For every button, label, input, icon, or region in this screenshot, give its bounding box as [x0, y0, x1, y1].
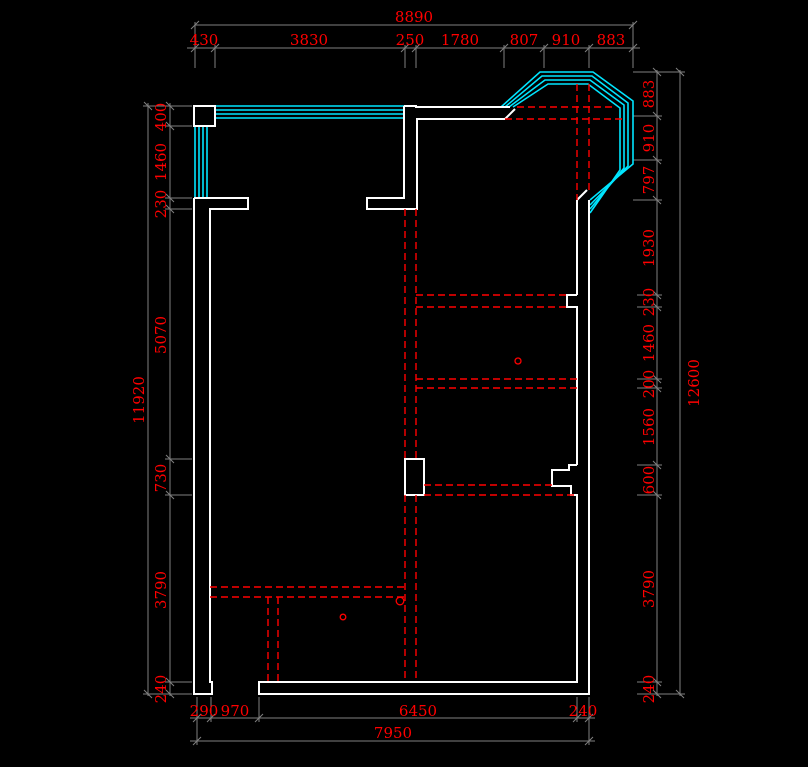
dim-top-seg: 250: [396, 31, 425, 49]
point-marker: [514, 357, 522, 365]
window-left: [194, 126, 208, 198]
dim-left-seg: 3790: [152, 571, 170, 609]
dim-left-seg: 730: [152, 464, 170, 493]
top-dimension-chain: 8890 430 3830 250 1780 807 910 883: [187, 8, 640, 68]
dim-top-total: 8890: [395, 8, 433, 26]
bay-window: [500, 71, 634, 214]
dim-right-seg: 240: [640, 675, 658, 704]
dim-bottom-seg: 6450: [399, 702, 437, 720]
dim-bottom-seg: 970: [221, 702, 250, 720]
left-dimension-chain: 11920 400 1460 230 5070 730 3790 240: [130, 101, 192, 704]
markers: [339, 357, 522, 621]
dim-right-total: 12600: [685, 359, 703, 407]
window-top-left: [215, 105, 405, 119]
dim-right-seg: 1460: [640, 324, 658, 362]
right-dimension-chain: 12600 883 910 797 1930 230 1460 200 1560…: [633, 67, 703, 704]
dim-left-seg: 1460: [152, 143, 170, 181]
dim-top-seg: 807: [510, 31, 539, 49]
dim-top-seg: 883: [597, 31, 626, 49]
dim-top-seg: 3830: [290, 31, 328, 49]
bottom-dimension-chain: 290 970 6450 240 7950: [190, 697, 598, 746]
dim-left-seg: 230: [152, 190, 170, 219]
dim-right-seg: 600: [640, 466, 658, 495]
beam-lines: [210, 84, 622, 682]
dim-bottom-seg: 290: [190, 702, 219, 720]
dim-bottom-total: 7950: [374, 724, 412, 742]
point-marker: [395, 596, 405, 606]
dim-left-seg: 240: [152, 675, 170, 704]
dim-right-seg: 910: [640, 124, 658, 153]
dim-right-seg: 200: [640, 370, 658, 399]
dim-top-seg: 430: [190, 31, 219, 49]
dim-right-seg: 883: [640, 80, 658, 109]
dim-top-seg: 910: [552, 31, 581, 49]
dim-left-total: 11920: [130, 376, 148, 424]
point-marker: [339, 613, 347, 621]
walls: [193, 105, 590, 695]
dim-top-seg: 1780: [441, 31, 479, 49]
dim-right-seg: 1560: [640, 408, 658, 446]
dim-right-seg: 1930: [640, 229, 658, 267]
dim-right-seg: 3790: [640, 570, 658, 608]
dim-right-seg: 797: [640, 166, 658, 195]
dim-right-seg: 230: [640, 288, 658, 317]
dim-left-seg: 400: [152, 103, 170, 132]
dim-bottom-seg: 240: [569, 702, 598, 720]
dim-left-seg: 5070: [152, 316, 170, 354]
